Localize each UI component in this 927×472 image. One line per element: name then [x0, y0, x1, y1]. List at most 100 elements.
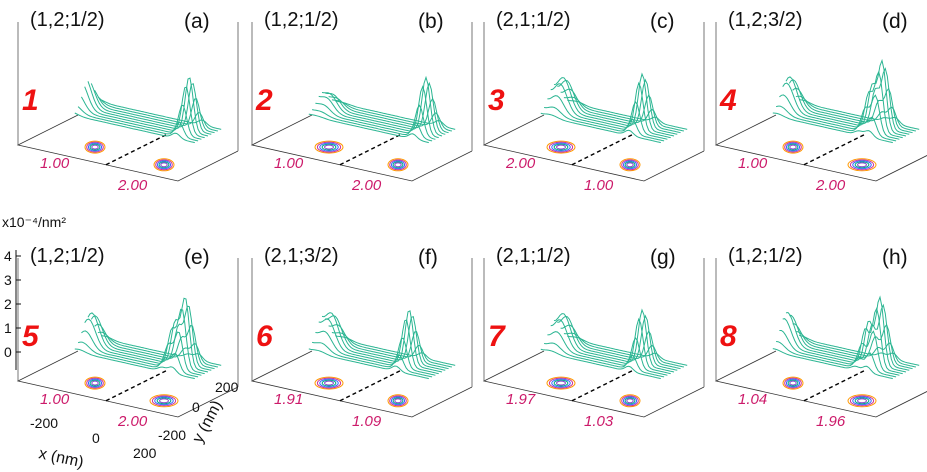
panel-label: (h) — [882, 246, 908, 269]
surface-mesh-line — [560, 324, 681, 370]
panel-number: 6 — [256, 320, 273, 353]
left-dot-contour — [548, 377, 574, 389]
floor-frame — [482, 114, 705, 182]
z-tick-label: 2 — [4, 296, 12, 312]
occupation-right: 1.09 — [352, 413, 382, 430]
surface-mesh-line — [779, 94, 900, 140]
occupation-left: 1.00 — [738, 155, 768, 172]
left-dot-contour — [316, 141, 342, 153]
surface-mesh-line — [77, 341, 199, 378]
panel-number: 3 — [488, 84, 505, 117]
surface-mesh-line — [100, 99, 222, 130]
x-tick-label: -200 — [30, 415, 58, 431]
panel-number: 8 — [720, 320, 737, 353]
surface-mesh-line — [567, 99, 688, 130]
right-dot-contour — [390, 396, 406, 406]
surface-mesh-line — [789, 303, 910, 371]
surface-mesh-line — [567, 335, 688, 366]
surface-mesh-line — [544, 106, 665, 142]
surface-mesh-line — [77, 106, 199, 142]
occupation-left: 1.97 — [506, 391, 536, 408]
y-tick-label: -200 — [158, 427, 186, 443]
left-dot-contour — [785, 378, 801, 388]
state-label: (1,2;1/2) — [30, 9, 104, 31]
left-dot-contour — [556, 380, 566, 386]
state-label: (1,2;1/2) — [30, 245, 104, 267]
right-dot-contour — [156, 397, 172, 405]
left-dot-contour — [87, 378, 103, 388]
occupation-right: 1.96 — [816, 413, 846, 430]
floor-frame — [714, 114, 927, 182]
panel-number: 7 — [488, 320, 506, 353]
surface-mesh-line — [325, 315, 446, 371]
right-dot-contour — [619, 158, 641, 172]
state-label: (1,2;1/2) — [728, 245, 802, 267]
surface-mesh-line — [779, 330, 900, 376]
panels-group: (a)(1,2;1/2)11.002.00(b)(1,2;1/2)21.002.… — [16, 9, 927, 430]
floor-frame — [482, 350, 705, 418]
surface-mesh-line — [795, 331, 916, 368]
left-dot-contour — [553, 143, 569, 151]
surface-mesh-line — [74, 112, 195, 144]
panel-number: 4 — [719, 84, 737, 117]
surface-mesh-line — [550, 81, 671, 139]
right-dot-contour — [392, 161, 404, 169]
panel-label: (b) — [418, 10, 444, 33]
surface-mesh-line — [308, 348, 429, 380]
right-dot-contour — [394, 162, 402, 168]
right-dot-contour — [389, 395, 407, 407]
left-dot-contour — [319, 142, 339, 152]
z-tick-label: 0 — [4, 344, 12, 360]
left-dot-contour — [324, 380, 334, 386]
left-dot-contour — [782, 140, 804, 154]
left-dot-contour — [86, 377, 104, 389]
surface-mesh-line — [782, 70, 903, 139]
z-tick-label: 4 — [4, 248, 12, 264]
left-dot-contour — [789, 144, 797, 150]
right-dot-contour — [149, 394, 179, 408]
floor-frame — [16, 114, 239, 182]
surface-mesh-line — [331, 332, 452, 368]
left-dot-contour — [84, 376, 106, 390]
right-dot-contour — [626, 398, 634, 404]
left-dot-contour — [89, 143, 101, 151]
left-dot-contour — [546, 376, 576, 390]
surface-mesh-line — [776, 341, 897, 378]
occupation-left: 2.00 — [505, 155, 536, 172]
right-dot-contour — [854, 161, 870, 169]
occupation-left: 1.00 — [40, 391, 70, 408]
surface-mesh-line — [335, 335, 456, 366]
panel-number: 1 — [22, 84, 39, 117]
right-dot-contour — [389, 159, 407, 171]
state-label: (2,1;1/2) — [496, 245, 570, 267]
surface-mesh-line — [315, 330, 436, 376]
surface-mesh-line — [97, 331, 218, 368]
right-dot-contour — [154, 396, 174, 406]
surface-mesh-line — [553, 308, 675, 373]
surface-mesh-line — [315, 102, 436, 140]
left-dot-contour — [784, 141, 802, 153]
left-dot-contour — [551, 378, 571, 388]
panel-5: (e)(1,2;1/2)51.002.00 — [16, 245, 239, 430]
surface-mesh-line — [90, 83, 212, 135]
right-dot-contour — [387, 394, 409, 408]
right-dot-contour — [626, 162, 634, 168]
left-dot-contour — [91, 144, 99, 150]
panel-label: (g) — [650, 246, 676, 269]
x-tick-label: 0 — [92, 430, 100, 446]
surface-mesh-line — [782, 306, 903, 375]
surface-mesh-line — [87, 77, 209, 137]
right-dot-contour — [621, 159, 639, 171]
floor-frame — [250, 350, 473, 418]
surface-mesh-line — [799, 334, 920, 366]
surface-mesh-line — [540, 348, 661, 380]
occupation-right: 2.00 — [117, 177, 148, 194]
panel-number: 5 — [22, 320, 40, 353]
left-dot-contour — [321, 379, 337, 387]
left-dot-contour — [314, 140, 344, 154]
surface-mesh-line — [84, 86, 205, 139]
surface-mesh-line — [772, 348, 893, 380]
right-dot-contour — [622, 160, 638, 170]
occupation-right: 1.03 — [584, 413, 614, 430]
